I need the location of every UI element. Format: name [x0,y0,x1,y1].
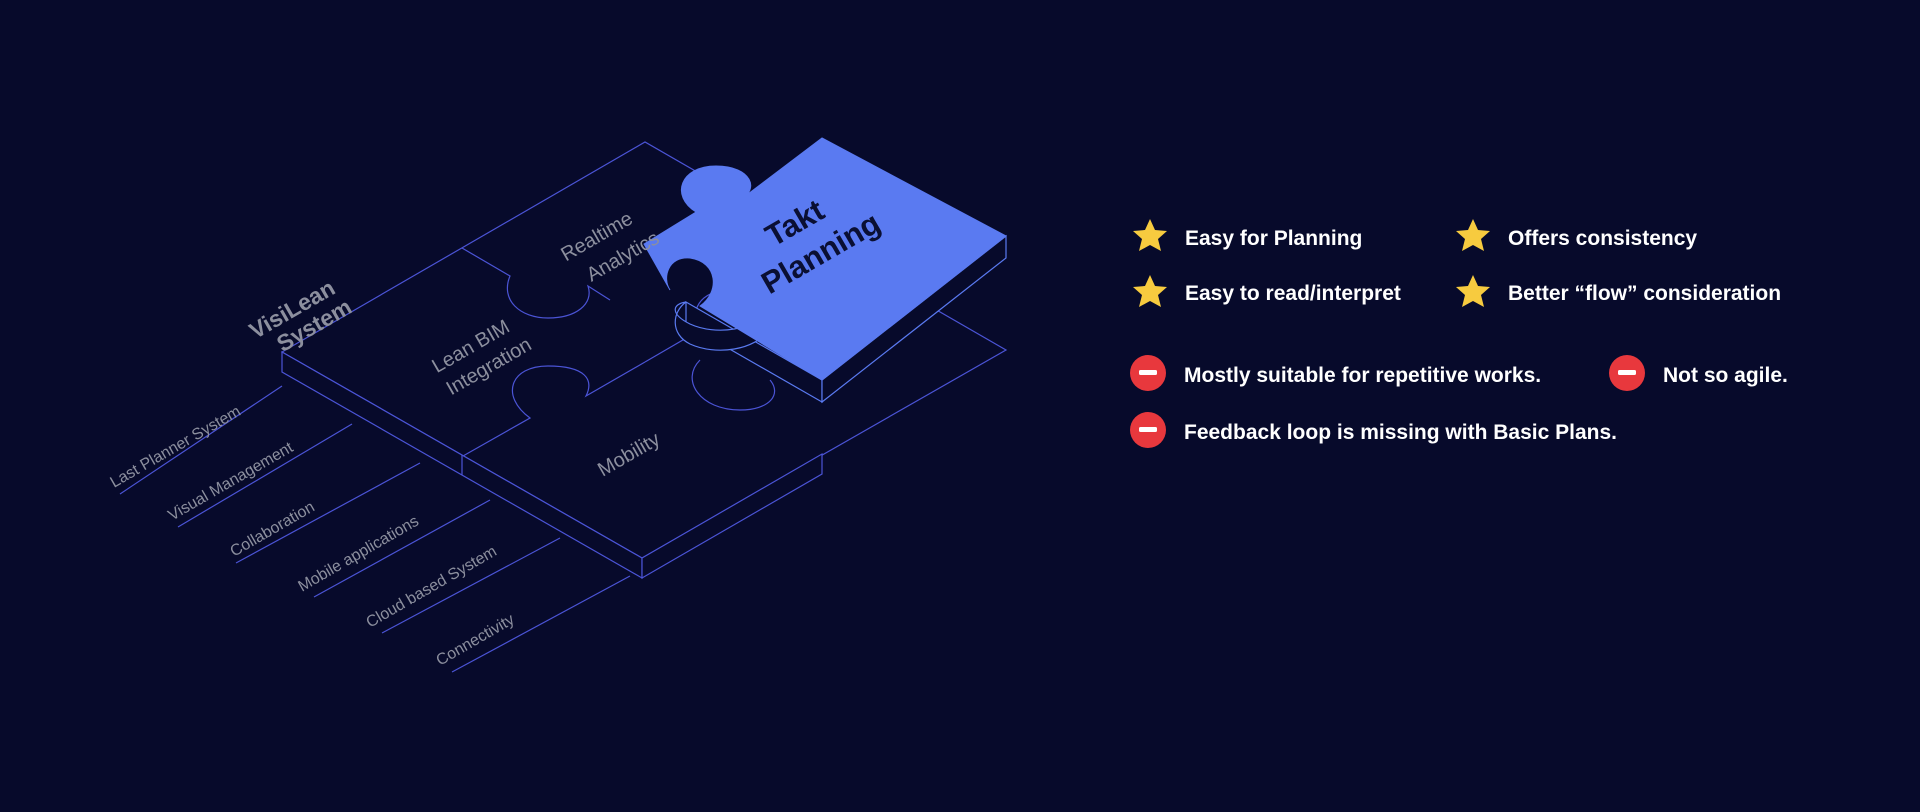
con-text: Not so agile. [1663,364,1788,387]
pro-item: Easy for Planning [1133,219,1362,251]
takt-piece-top-face [643,137,1007,381]
star-icon [1456,219,1490,251]
slab-front-right-side [641,452,823,580]
cut-line-center [462,361,646,457]
pro-text: Easy for Planning [1185,227,1362,250]
star-icon [1133,219,1167,251]
pro-item: Easy to read/interpret [1133,275,1401,307]
feature-label: Collaboration [228,499,318,561]
star-icon [1456,275,1490,307]
pro-item: Offers consistency [1456,219,1697,251]
cons-list: Mostly suitable for repetitive works. No… [1130,355,1788,448]
minus-circle-icon [1130,412,1166,448]
con-text: Feedback loop is missing with Basic Plan… [1184,421,1617,444]
pros-list: Easy for Planning Offers consistency Eas… [1133,219,1781,307]
pro-text: Easy to read/interpret [1185,282,1401,305]
pro-item: Better “flow” consideration [1456,275,1781,307]
feature-label: Cloud based System [364,543,500,632]
minus-circle-icon [1609,355,1645,391]
knob-lower-right [691,359,776,411]
takt-planning-piece [643,137,1007,404]
con-item: Mostly suitable for repetitive works. [1130,355,1541,391]
con-text: Mostly suitable for repetitive works. [1184,364,1541,387]
feature-label: Mobile applications [296,513,422,596]
feature-leader-lines [119,385,631,673]
feature-label: Connectivity [434,611,518,669]
cut-line-upper [461,247,611,319]
pro-text: Better “flow” consideration [1508,282,1781,305]
con-item: Feedback loop is missing with Basic Plan… [1130,412,1617,448]
star-icon [1133,275,1167,307]
minus-circle-icon [1130,355,1166,391]
con-item: Not so agile. [1609,355,1788,391]
pro-text: Offers consistency [1508,227,1697,250]
feature-label: Visual Management [166,439,297,525]
